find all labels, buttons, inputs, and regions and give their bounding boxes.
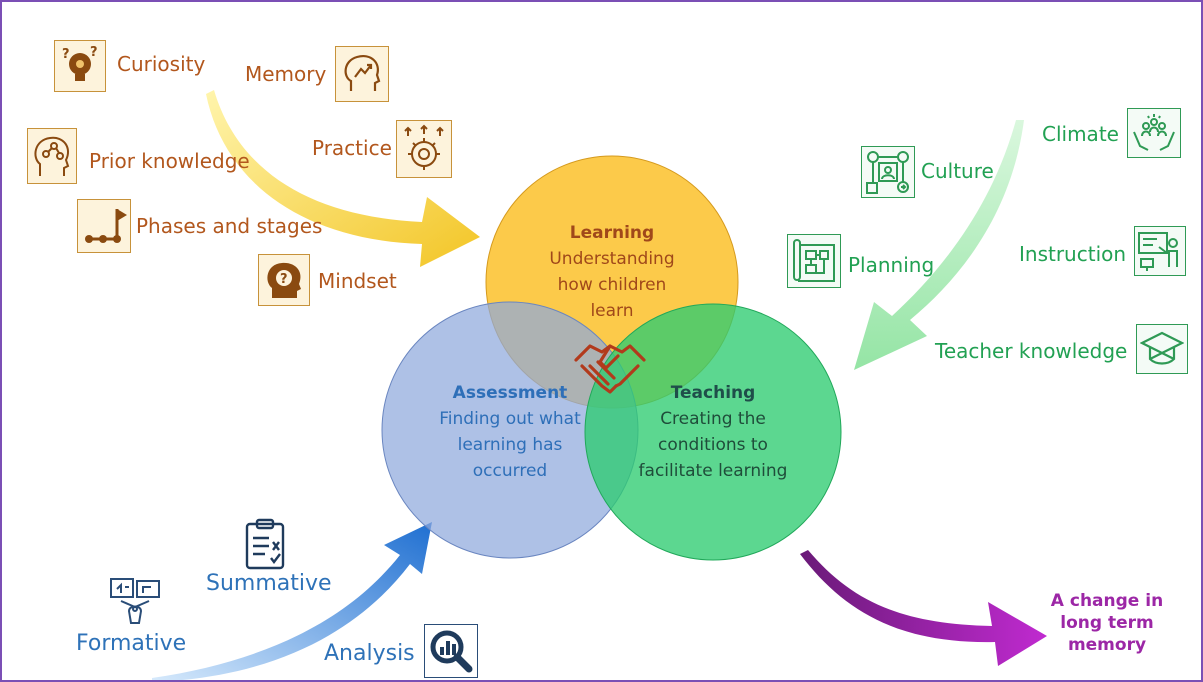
svg-text:?: ? — [62, 47, 70, 62]
summative-label: Summative — [206, 571, 332, 596]
analysis-label: Analysis — [324, 641, 415, 666]
phases-label: Phases and stages — [136, 214, 323, 238]
assessment-heading: Assessment — [452, 383, 568, 403]
mindset-label: Mindset — [318, 269, 397, 293]
arrow-to-teaching — [854, 120, 1024, 370]
instruction-label: Instruction — [1019, 242, 1127, 266]
teacher-knowledge-label: Teacher knowledge — [935, 339, 1128, 363]
assessment-line-2: learning has — [457, 435, 563, 455]
head-growth-icon — [335, 46, 389, 102]
blueprint-icon — [787, 234, 841, 288]
teaching-text: Teaching Creating the conditions to faci… — [622, 380, 804, 484]
svg-text:?: ? — [280, 272, 288, 287]
graduation-cap-icon — [1136, 324, 1188, 374]
planning-label: Planning — [848, 253, 935, 277]
head-network-icon — [27, 128, 77, 184]
culture-label: Culture — [921, 159, 994, 183]
magnifier-chart-icon — [424, 624, 478, 678]
practice-label: Practice — [312, 136, 392, 160]
outcome-line-1: A change in — [1050, 591, 1164, 611]
outcome-line-3: memory — [1067, 635, 1147, 655]
clipboard-check-icon — [242, 518, 288, 570]
head-question-icon: ? — [258, 254, 310, 306]
learning-line-3: learn — [590, 301, 634, 321]
outcome-text: A change in long term memory — [1032, 590, 1182, 656]
org-chart-icon — [861, 146, 915, 198]
learning-line-1: Understanding — [549, 249, 675, 269]
formative-label: Formative — [76, 631, 187, 656]
learning-heading: Learning — [569, 223, 655, 243]
arrow-to-learning — [206, 90, 480, 267]
handshake-icon — [574, 344, 646, 394]
teaching-heading: Teaching — [670, 383, 756, 403]
assessment-line-1: Finding out what — [439, 409, 581, 429]
curiosity-icon: ?? — [54, 40, 106, 92]
svg-text:?: ? — [90, 45, 98, 60]
teaching-line-2: conditions to — [658, 435, 768, 455]
learning-line-2: how children — [557, 275, 667, 295]
teaching-line-1: Creating the — [660, 409, 766, 429]
assessment-text: Assessment Finding out what learning has… — [420, 380, 600, 484]
arrow-to-assessment — [152, 522, 432, 680]
prior-knowledge-label: Prior knowledge — [89, 149, 250, 173]
presenter-icon — [1134, 226, 1186, 276]
brain-gear-icon — [396, 120, 452, 178]
learning-text: Learning Understanding how children lear… — [532, 220, 692, 324]
curiosity-label: Curiosity — [117, 52, 206, 76]
flag-path-icon — [77, 199, 131, 253]
assessment-line-3: occurred — [472, 461, 548, 481]
hands-group-icon — [1127, 108, 1181, 158]
memory-label: Memory — [245, 62, 327, 86]
outcome-line-2: long term — [1060, 613, 1154, 633]
climate-label: Climate — [1042, 122, 1119, 146]
arrow-to-outcome — [800, 550, 1047, 666]
teaching-line-3: facilitate learning — [638, 461, 788, 481]
teaching-circle — [584, 303, 842, 561]
feedback-icon — [106, 575, 164, 629]
